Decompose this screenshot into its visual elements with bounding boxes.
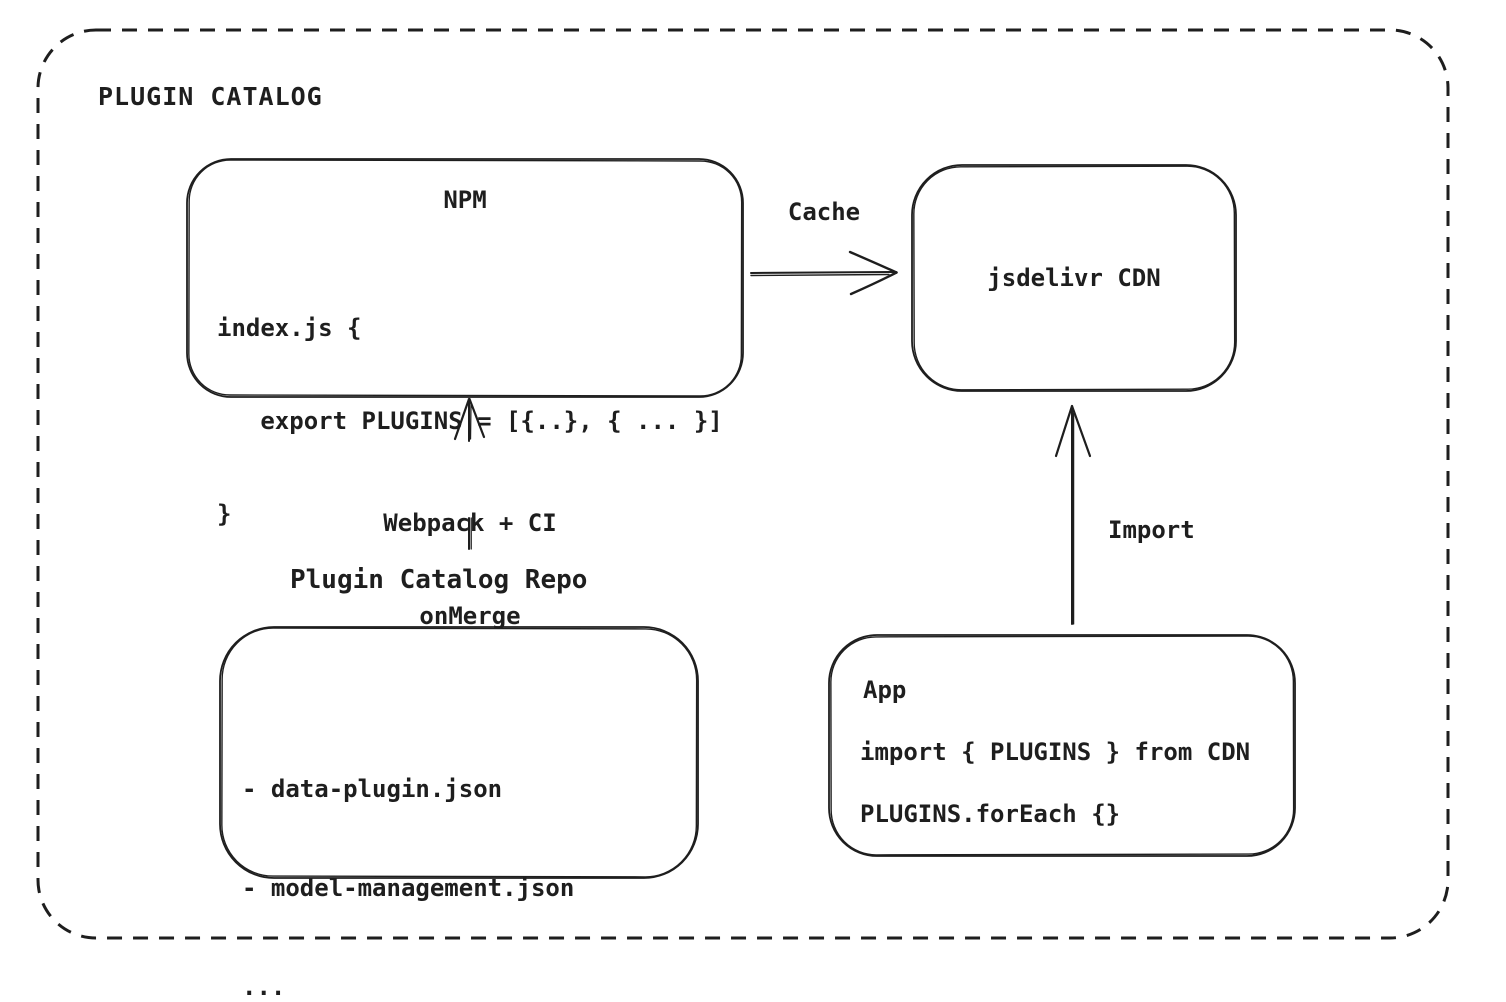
build-arrow-label-line: Webpack + CI xyxy=(383,509,557,537)
diagram-title: PLUGIN CATALOG xyxy=(98,82,323,111)
npm-code-line: index.js { xyxy=(217,314,362,342)
import-arrow xyxy=(1054,404,1092,625)
app-node-title: App xyxy=(863,676,907,704)
npm-node-title: NPM xyxy=(443,186,487,214)
build-arrow-label-line: onMerge xyxy=(419,602,521,630)
cdn-node: jsdelivr CDN xyxy=(910,163,1238,393)
cdn-node-label: jsdelivr CDN xyxy=(987,264,1161,292)
app-node: App import { PLUGINS } from CDN PLUGINS.… xyxy=(827,633,1297,858)
npm-code-line: } xyxy=(217,500,232,528)
app-code-line: PLUGINS.forEach {} xyxy=(860,800,1121,828)
import-arrow-label: Import xyxy=(1108,516,1195,544)
repo-file-item: ... xyxy=(242,973,286,1001)
app-node-border xyxy=(828,634,1296,857)
cache-arrow xyxy=(750,250,898,296)
repo-node-border xyxy=(219,626,699,879)
repo-file-list: - data-plugin.json - model-management.js… xyxy=(242,707,574,1002)
repo-file-item: - model-management.json xyxy=(242,874,575,902)
build-arrow xyxy=(453,397,486,550)
repo-node: - data-plugin.json - model-management.js… xyxy=(218,625,700,1001)
build-arrow-label: Webpack + CI onMerge xyxy=(350,446,590,694)
npm-code-block: index.js { export PLUGINS = [{..}, { ...… xyxy=(217,251,723,592)
plugin-catalog-boundary xyxy=(36,28,1450,940)
cdn-node-border xyxy=(911,164,1237,392)
cache-arrow-label: Cache xyxy=(787,198,861,226)
npm-node: NPM index.js { export PLUGINS = [{..}, {… xyxy=(185,157,745,528)
app-code-line: import { PLUGINS } from CDN xyxy=(860,738,1251,766)
repo-node-title: Plugin Catalog Repo xyxy=(290,565,588,595)
repo-file-item: - data-plugin.json xyxy=(242,775,503,803)
npm-code-line: export PLUGINS = [{..}, { ... }] xyxy=(217,407,723,435)
npm-node-border xyxy=(186,158,744,398)
